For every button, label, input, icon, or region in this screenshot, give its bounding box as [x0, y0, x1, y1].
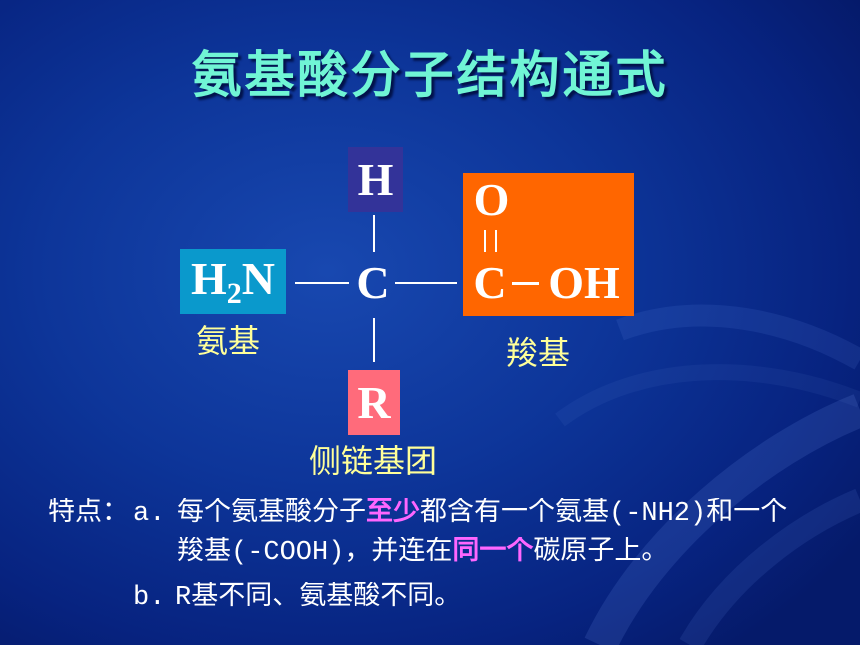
feature-a-line-2: 羧基(-COOH)，并连在同一个碳原子上。 — [177, 537, 668, 569]
bond-carbon-carboxyl — [395, 282, 457, 284]
feature-a-line-1: 每个氨基酸分子至少都含有一个氨基(-NH2)和一个 — [177, 498, 787, 530]
bond-carbon-hydroxyl — [512, 282, 539, 285]
bond-nitrogen-carbon — [295, 282, 349, 284]
feature-a-line-2-highlight: 同一个 — [452, 538, 534, 568]
feature-b-marker: b. — [133, 583, 166, 613]
double-bond-line — [495, 230, 497, 252]
carboxyl-oxygen: O — [473, 174, 510, 225]
swirl-stroke — [584, 394, 860, 645]
swirl-stroke — [616, 304, 860, 370]
hydrogen-box: H — [348, 147, 403, 212]
hydrogen-atom: H — [357, 153, 394, 205]
side-chain-label: 侧链基团 — [309, 443, 438, 479]
carboxyl-hydroxyl: OH — [548, 257, 620, 308]
feature-a-line-2-before: 羧基(-COOH)，并连在 — [177, 538, 453, 568]
amino-subscript: 2 — [226, 276, 242, 310]
feature-a-marker: a. — [133, 499, 166, 529]
r-group-box: R — [348, 370, 400, 435]
amino-nitrogen: N — [241, 252, 275, 304]
bond-carbon-r — [373, 318, 375, 362]
swirl-stroke — [555, 364, 860, 427]
carboxyl-group-label: 羧基 — [506, 335, 571, 371]
amino-group-box: H2N — [180, 249, 286, 314]
feature-a-line-1-highlight: 至少 — [366, 499, 420, 529]
double-bond-line — [484, 230, 486, 252]
feature-a-line-2-after: 碳原子上。 — [533, 538, 669, 568]
feature-a-line-1-before: 每个氨基酸分子 — [177, 499, 366, 529]
r-group-symbol: R — [357, 376, 391, 428]
features-heading: 特点： — [48, 499, 129, 529]
alpha-carbon: C — [356, 257, 390, 308]
slide-title: 氨基酸分子结构通式 — [191, 47, 669, 103]
carboxyl-carbon: C — [473, 257, 507, 308]
feature-b-text: R基不同、氨基酸不同。 — [175, 583, 462, 613]
bond-carbon-hydrogen — [373, 215, 375, 252]
amino-group-label: 氨基 — [196, 323, 261, 359]
amino-hydrogen: H — [190, 252, 227, 304]
swirl-stroke — [679, 488, 860, 645]
feature-a-line-1-after: 都含有一个氨基(-NH2)和一个 — [420, 499, 788, 529]
amino-group-formula: H2N — [190, 252, 275, 310]
carboxyl-group-box: O C OH — [463, 173, 634, 316]
